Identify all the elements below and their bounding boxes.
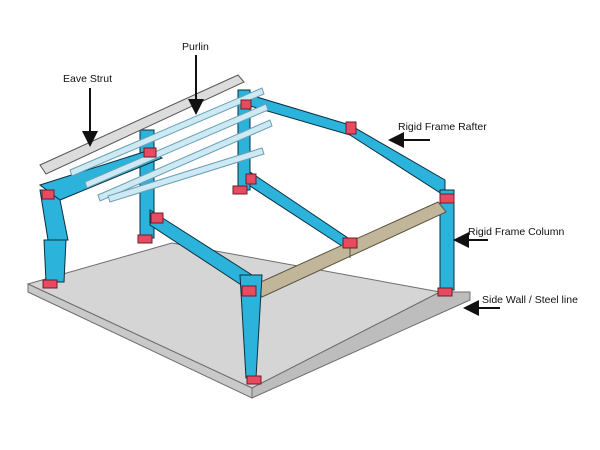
floor-slab xyxy=(26,242,471,399)
side-wall-label: Side Wall / Steel line xyxy=(482,294,578,306)
rigid-frame-column-label: Rigid Frame Column xyxy=(468,226,564,238)
purlin-member-2 xyxy=(84,103,269,189)
purlin-member-3 xyxy=(97,119,273,202)
base-plates xyxy=(41,99,455,385)
roof-members xyxy=(39,74,273,203)
rigid-frame-rafter-label: Rigid Frame Rafter xyxy=(398,121,487,133)
callout-arrows xyxy=(82,55,500,316)
purlin-member-4 xyxy=(107,147,265,203)
purlin-label: Purlin xyxy=(182,41,209,53)
purlin-member-1 xyxy=(69,87,265,177)
eave-strut-label: Eave Strut xyxy=(63,73,112,85)
